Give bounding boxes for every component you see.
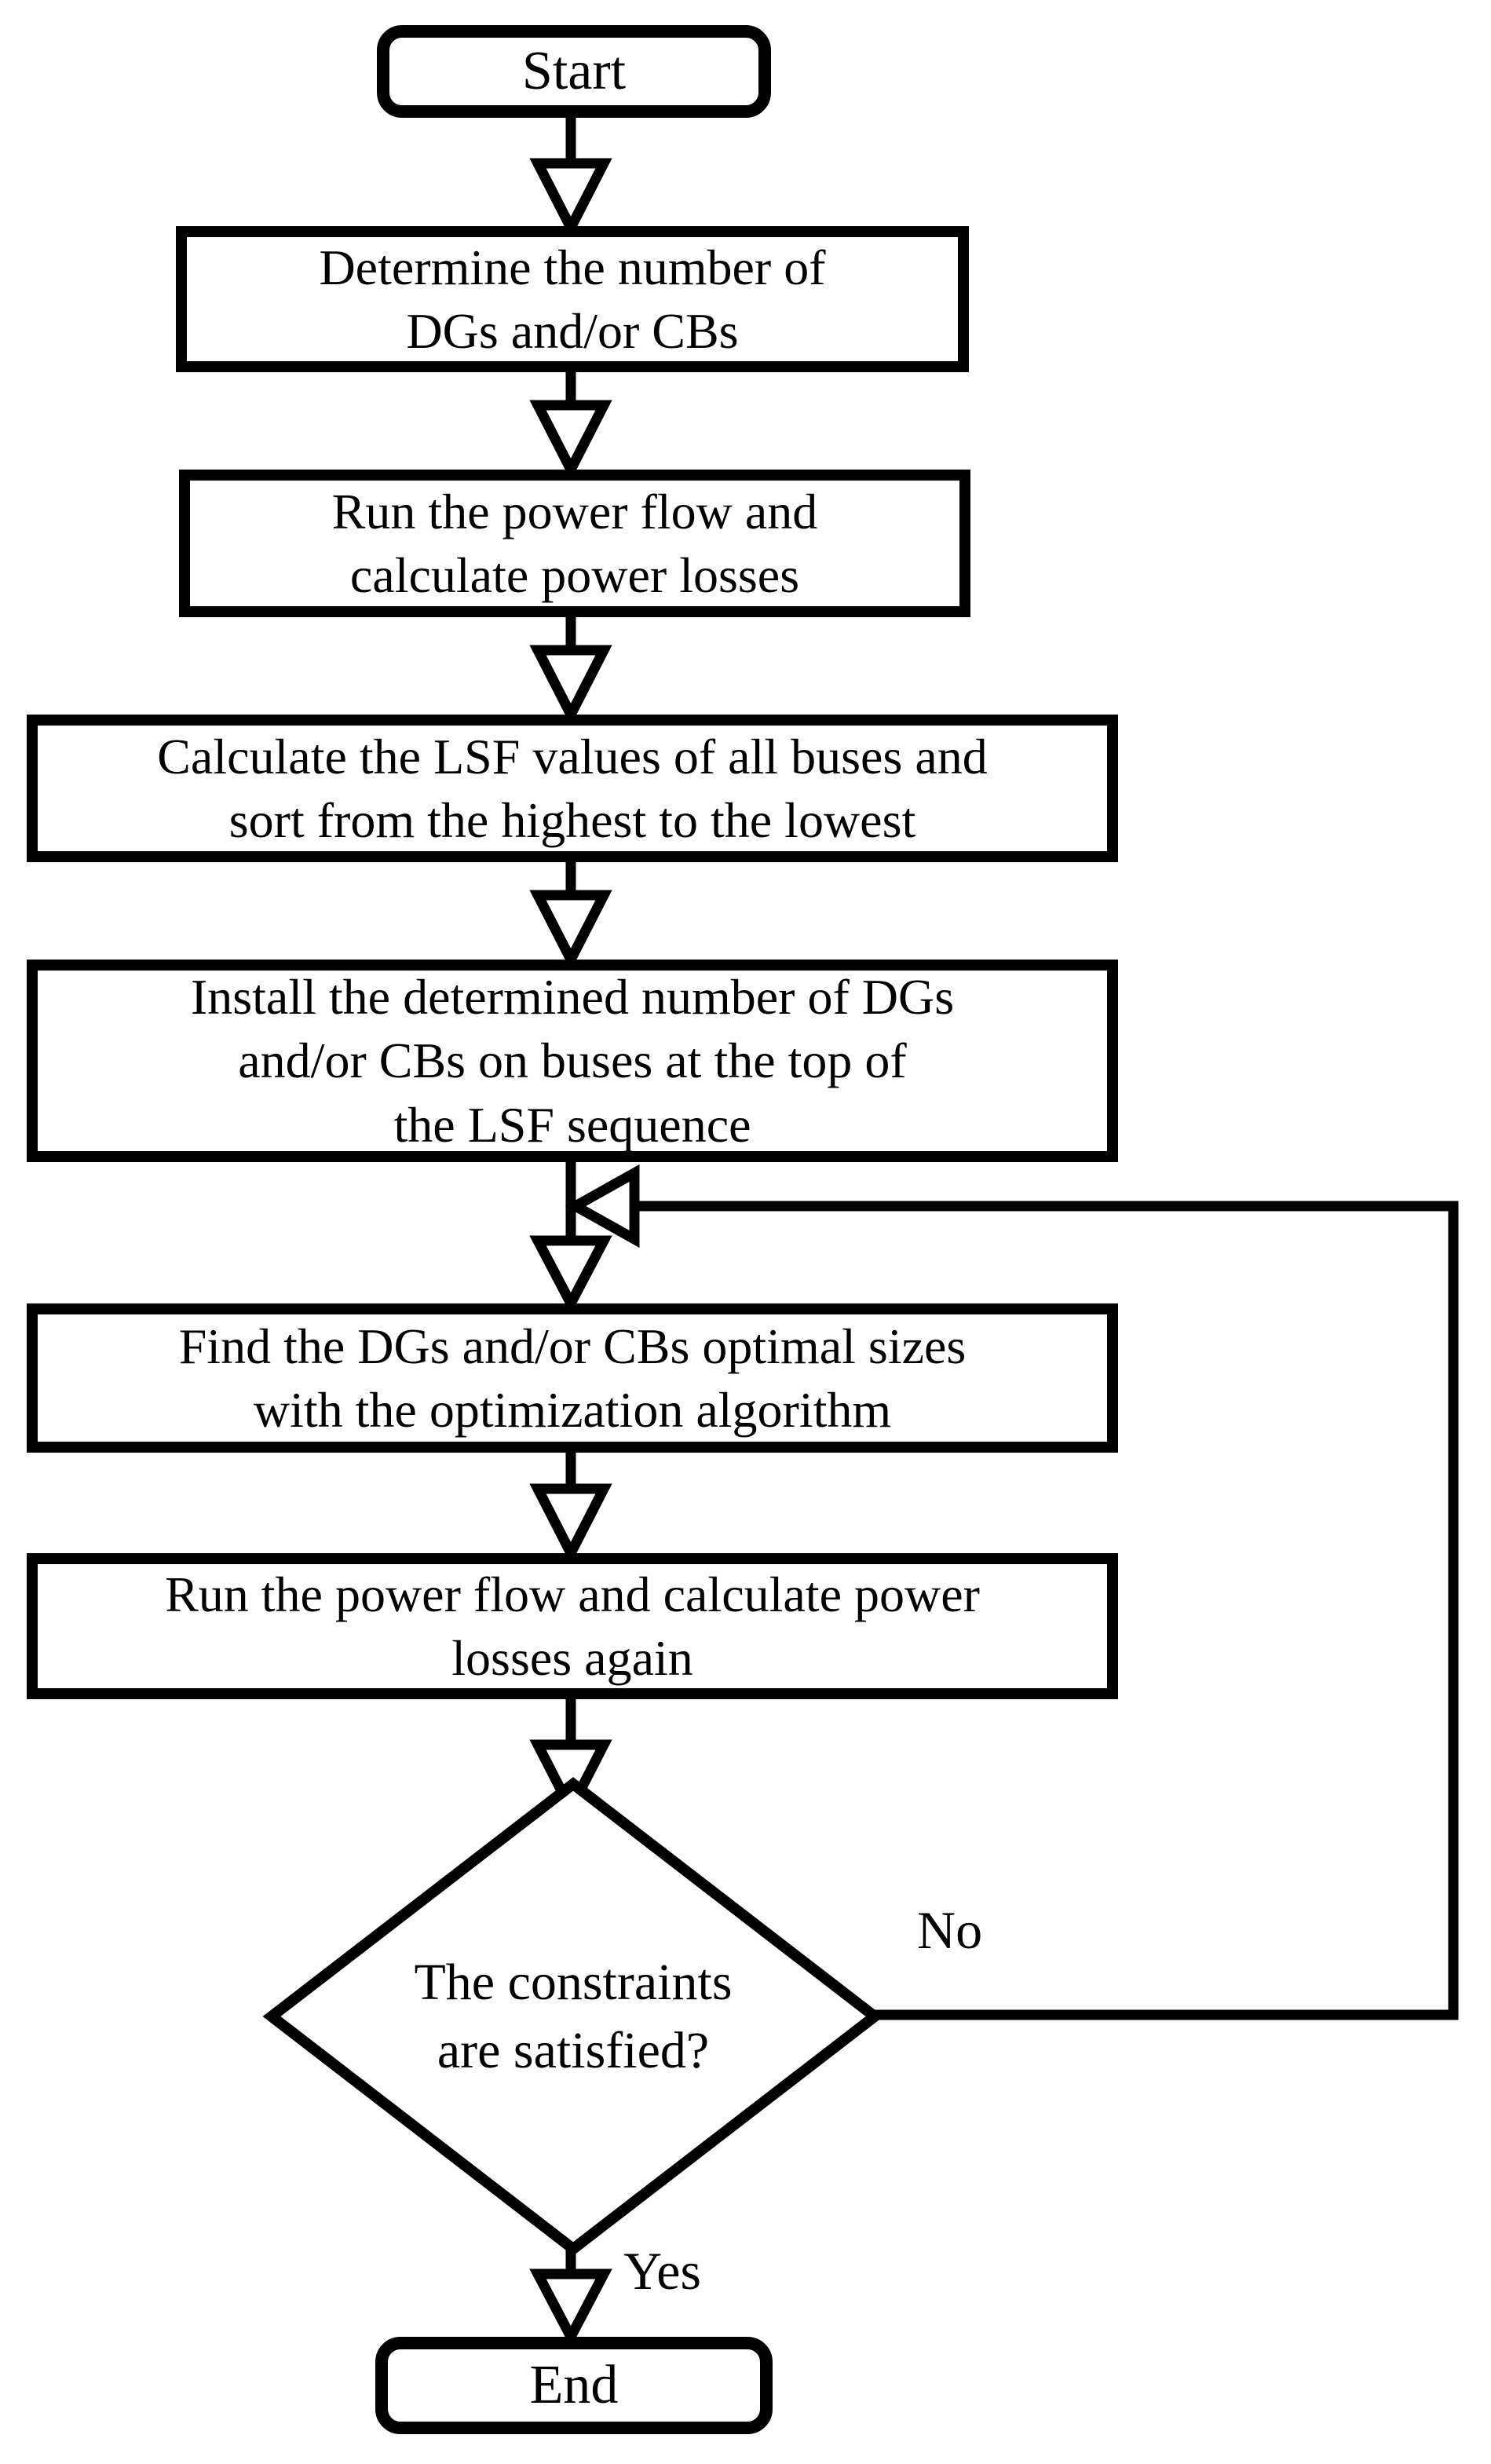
node-run-power-flow-again: Run the power flow and calculate power l…	[27, 1553, 1118, 1699]
arrowhead-into-runflow	[529, 400, 612, 481]
label-no-branch: No	[917, 1900, 983, 1960]
edge-no-feedback-loop	[633, 1201, 1459, 2020]
arrowhead-into-find	[529, 1235, 612, 1314]
arrowhead-feedback-merge	[565, 1164, 640, 1248]
decision-diamond-shape	[262, 1777, 884, 2256]
arrowhead-into-decision	[529, 1739, 612, 1821]
node-determine-number: Determine the number of DGs and/or CBs	[176, 226, 969, 372]
label-yes-branch: Yes	[623, 2241, 701, 2301]
arrowhead-into-determine	[529, 158, 612, 239]
node-find-optimal-sizes: Find the DGs and/or CBs optimal sizes wi…	[27, 1303, 1118, 1453]
node-install-dgs-cbs: Install the determined number of DGs and…	[27, 960, 1118, 1162]
node-constraints-decision: The constraints are satisfied?	[414, 1953, 733, 2079]
arrowhead-into-runagain	[529, 1483, 612, 1565]
arrowhead-into-end	[529, 2268, 612, 2348]
node-end: End	[375, 2337, 773, 2434]
arrowhead-into-install	[529, 890, 612, 971]
node-start: Start	[377, 25, 771, 118]
arrowhead-into-lsf	[529, 645, 612, 726]
node-run-power-flow: Run the power flow and calculate power l…	[179, 470, 970, 617]
node-calculate-lsf: Calculate the LSF values of all buses an…	[27, 715, 1118, 862]
